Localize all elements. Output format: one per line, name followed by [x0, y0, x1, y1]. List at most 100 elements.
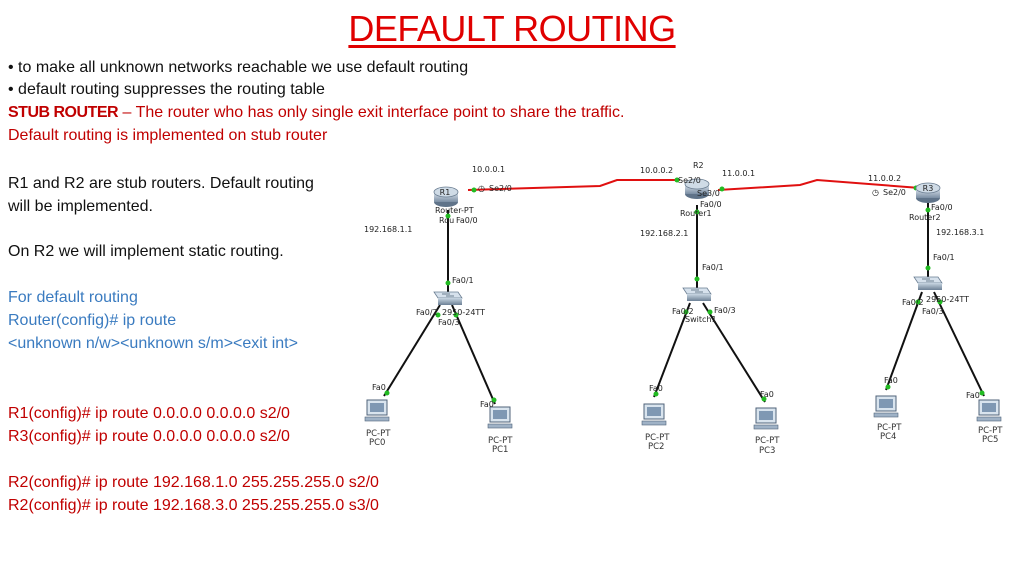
r2-lan-net: 192.168.2.1: [640, 229, 688, 238]
sw0-model: 2950-24TT: [442, 308, 485, 317]
stub-router-definition: STUB ROUTER – The router who has only si…: [8, 103, 624, 123]
pc5-name: PC5: [982, 435, 998, 445]
port-dot: [694, 209, 700, 215]
link-switch1-pc2: [653, 302, 691, 398]
pc2-name: PC2: [648, 442, 664, 452]
r1-wan-ip: 10.0.0.1: [472, 165, 505, 174]
pc4-model: PC-PT: [877, 423, 902, 433]
pc-5: [976, 399, 1002, 422]
command-r3: R3(config)# ip route 0.0.0.0 0.0.0.0 s2/…: [8, 428, 290, 445]
command-r2-net3: R2(config)# ip route 192.168.3.0 255.255…: [8, 497, 379, 514]
switch-1: [682, 287, 712, 301]
port-dot: [674, 177, 680, 183]
port-dot: [925, 207, 931, 213]
syntax-command: Router(config)# ip route: [8, 312, 177, 329]
port-dot: [384, 390, 390, 396]
pc0-model: PC-PT: [366, 429, 391, 439]
r3-lan-port: Fa0/0: [931, 203, 953, 212]
port-dot: [761, 396, 767, 402]
link-switch2-pc4: [885, 291, 923, 391]
port-dot: [925, 265, 931, 271]
sw2-port-a: Fa0/2: [902, 298, 924, 307]
r3-wan-port: Se2/0: [883, 188, 906, 197]
pc3-name: PC3: [759, 446, 775, 456]
pc-0: [364, 399, 390, 422]
serial-link-r1-r2: [467, 179, 680, 191]
port-dot: [937, 299, 943, 305]
port-dot: [653, 391, 659, 397]
port-dot: [445, 213, 451, 219]
pc1-name: PC1: [492, 445, 508, 455]
r1-wan-port: Se2/0: [489, 184, 512, 193]
pc-3: [753, 407, 779, 430]
pc1-port: Fa0: [480, 400, 494, 409]
link-switch2-pc5: [933, 291, 985, 397]
switch-0: [433, 291, 463, 305]
port-dot: [683, 309, 689, 315]
r2-name: R2: [693, 161, 704, 170]
port-dot: [491, 397, 497, 403]
r1-host-label: Rou: [439, 216, 454, 225]
pc2-model: PC-PT: [645, 433, 670, 443]
port-dot: [445, 280, 451, 286]
r1-lan-port: Fa0/0: [456, 216, 478, 225]
static-routing-text: On R2 we will implement static routing.: [8, 243, 284, 260]
r2-left-ip: 10.0.0.2: [640, 166, 673, 175]
port-dot: [453, 312, 459, 318]
pc-4: [873, 395, 899, 418]
clock-icon: ◷: [478, 184, 485, 193]
sw1-port-b: Fa0/3: [714, 306, 736, 315]
router-r3-name: R3: [923, 184, 934, 193]
port-dot: [435, 312, 441, 318]
r2-lan-port: Fa0/0: [700, 200, 722, 209]
switch-2: [913, 276, 943, 290]
sw1-uplink: Fa0/1: [702, 263, 724, 272]
port-dot: [694, 276, 700, 282]
stub-routers-line-1: R1 and R2 are stub routers. Default rout…: [8, 175, 314, 192]
r2-right-port: Se3/0: [697, 189, 720, 198]
r2-right-ip: 11.0.0.1: [722, 169, 755, 178]
stub-router-text: – The router who has only single exit in…: [118, 104, 625, 121]
router-r1: R1: [433, 186, 459, 207]
command-r1: R1(config)# ip route 0.0.0.0 0.0.0.0 s2/…: [8, 405, 290, 422]
pc1-model: PC-PT: [488, 436, 513, 446]
r2-left-port: Se2/0: [678, 176, 701, 185]
pc0-name: PC0: [369, 438, 385, 448]
router-r2: [684, 178, 710, 199]
port-dot: [915, 299, 921, 305]
pc3-port: Fa0: [760, 390, 774, 399]
router-r3: R3: [915, 182, 941, 203]
r3-host-label: Router2: [909, 213, 941, 222]
port-dot: [719, 186, 725, 192]
sw0-port-b: Fa0/3: [438, 318, 460, 327]
stub-router-label: STUB ROUTER: [8, 104, 119, 121]
link-switch0-pc1: [451, 304, 496, 405]
link-switch1-pc3: [702, 302, 766, 403]
sw0-uplink: Fa0/1: [452, 276, 474, 285]
r1-model: Router-PT: [435, 206, 474, 215]
sw0-port-a: Fa0/2: [416, 308, 438, 317]
pc3-model: PC-PT: [755, 436, 780, 446]
sw2-port-b: Fa0/3: [922, 307, 944, 316]
port-dot: [885, 384, 891, 390]
pc4-port: Fa0: [884, 376, 898, 385]
syntax-arguments: <unknown n/w><unknown s/m><exit int>: [8, 335, 298, 352]
page-title: DEFAULT ROUTING: [348, 8, 676, 49]
r3-lan-net: 192.168.3.1: [936, 228, 984, 237]
port-dot: [979, 390, 985, 396]
sw2-uplink: Fa0/1: [933, 253, 955, 262]
sw2-model: 2950-24TT: [926, 295, 969, 304]
bullet-default-routing-purpose: • to make all unknown networks reachable…: [8, 59, 469, 76]
sw1-name: Switch1: [685, 315, 717, 324]
pc0-port: Fa0: [372, 383, 386, 392]
pc5-model: PC-PT: [978, 426, 1003, 436]
stub-routers-line-2: will be implemented.: [8, 198, 153, 215]
pc5-port: Fa0: [966, 391, 980, 400]
r1-lan-net: 192.168.1.1: [364, 225, 412, 234]
clock-icon: ◷: [872, 188, 879, 197]
sw1-port-a: Fa0/2: [672, 307, 694, 316]
serial-link-r2-r3: [717, 178, 921, 191]
bullet-routing-table: • default routing suppresses the routing…: [8, 81, 325, 98]
r3-wan-ip: 11.0.0.2: [868, 174, 901, 183]
